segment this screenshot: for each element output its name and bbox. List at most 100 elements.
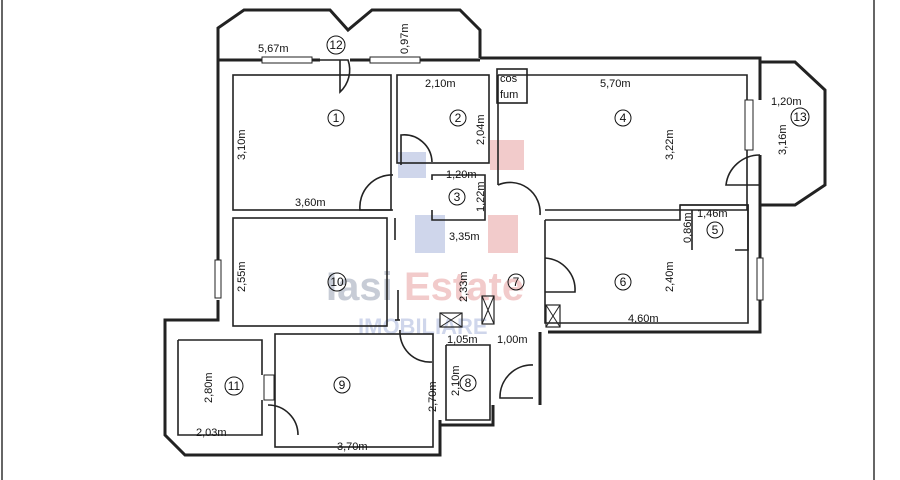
room-number-6: 6 [620, 275, 627, 289]
dim-room-13-height: 3,16m [777, 124, 789, 155]
room-number-13: 13 [793, 110, 807, 124]
watermark-building-icon [490, 140, 524, 170]
watermark-building-icon [488, 215, 518, 253]
shaft [545, 304, 561, 328]
wall-room-3 [431, 174, 486, 221]
dim-room-4-height: 3,22m [664, 129, 676, 160]
dim-room-11-height: 2,80m [203, 372, 215, 403]
watermark-brand-part1: Iasi [326, 265, 393, 309]
dim-room-8-width: 1,05m [447, 334, 478, 346]
room-number-7: 7 [513, 275, 520, 289]
room-number-1: 1 [333, 111, 340, 125]
room-number-circle [459, 374, 477, 392]
dim-room-3-width: 1,20m [446, 169, 477, 181]
shaft-x [439, 312, 463, 328]
doors [267, 59, 761, 436]
room-numbers: 1 2 3 4 5 6 7 8 9 10 11 12 13 [224, 35, 810, 396]
dim-room-6-height: 2,40m [664, 261, 676, 292]
room-number-circle [333, 376, 351, 394]
room-number-circle [326, 35, 346, 55]
dim-room-1-width: 3,60m [295, 197, 326, 209]
shafts [439, 295, 561, 328]
watermark-brand-part2: Estate [404, 265, 524, 309]
room-number-circle [224, 376, 244, 396]
dim-room-6-width: 4,60m [628, 313, 659, 325]
door-swing [267, 404, 299, 436]
window [261, 56, 313, 64]
watermark-building-icon [398, 152, 426, 178]
room-number-circle [706, 221, 724, 239]
room-number-circle [448, 188, 466, 206]
dim-room-7-door: 1,00m [497, 334, 528, 346]
door-swing [399, 329, 433, 363]
room-number-circle [790, 107, 810, 127]
room-number-12: 12 [329, 38, 343, 52]
windows [214, 56, 764, 401]
room-number-circle [327, 109, 345, 127]
wall-balcony-12 [216, 8, 482, 60]
window [756, 257, 764, 301]
room-number-circle [449, 109, 467, 127]
room-number-11: 11 [228, 379, 241, 393]
door-swing [725, 154, 761, 186]
window [369, 56, 421, 64]
wall-room-2 [396, 74, 490, 164]
window [214, 259, 222, 299]
door-swing [499, 364, 534, 399]
window [744, 99, 754, 151]
dim-room-4-width: 5,70m [600, 78, 631, 90]
chimney-label-cos: cos [500, 73, 518, 85]
door-swing [320, 59, 351, 94]
room-number-5: 5 [712, 223, 719, 237]
room-number-4: 4 [620, 111, 627, 125]
room-number-circle [614, 273, 632, 291]
room-number-3: 3 [454, 190, 461, 204]
dim-room-7-width: 3,35m [449, 231, 480, 243]
room-number-circle [507, 273, 525, 291]
wall [480, 56, 762, 62]
door-swing [544, 257, 576, 293]
wall [438, 405, 495, 427]
door-swing [359, 174, 394, 211]
dim-room-5-height: 0,86m [682, 212, 694, 243]
dim-room-11-width: 2,03m [196, 427, 227, 439]
dim-room-9-height: 2,70m [427, 381, 439, 412]
dim-room-2-width: 2,10m [425, 78, 456, 90]
room-number-9: 9 [339, 378, 346, 392]
chimney-label-fum: fum [500, 89, 518, 101]
shaft-x [481, 295, 495, 325]
room-number-circle [614, 109, 632, 127]
room-number-2: 2 [455, 111, 462, 125]
shaft [481, 295, 495, 325]
wall-balcony-11 [163, 300, 442, 457]
dim-room-9-width: 3,70m [337, 441, 368, 453]
room-number-10: 10 [330, 275, 344, 289]
dim-room-13-width: 1,20m [771, 96, 802, 108]
dim-room-3-height: 1,22m [475, 181, 487, 212]
dim-room-7-height: 2,33m [458, 271, 470, 302]
watermark: Iasi Estate IMOBILIARE [326, 140, 524, 339]
wall-room-8 [445, 344, 491, 421]
shaft-x [545, 304, 561, 328]
wall-room-1 [232, 74, 392, 211]
wall-room-5 [680, 204, 749, 251]
dim-room-12-depth: 0,97m [399, 23, 411, 54]
dim-room-5-width: 1,46m [697, 208, 728, 220]
dim-room-10-height: 2,55m [236, 261, 248, 292]
watermark-building-icon [415, 215, 445, 253]
dim-room-12-width: 5,67m [258, 43, 289, 55]
wall [548, 300, 762, 334]
door-swing [400, 134, 433, 165]
room-number-8: 8 [465, 376, 472, 390]
wall-room-9 [274, 333, 434, 448]
dim-room-2-height: 2,04m [475, 114, 487, 145]
wall-room-11 [178, 339, 263, 375]
shaft [439, 312, 463, 328]
dim-room-1-height: 3,10m [236, 129, 248, 160]
wall [177, 340, 263, 436]
wall-balcony-13 [760, 60, 827, 207]
door-swing [497, 181, 541, 216]
wall-room-4 [498, 74, 748, 211]
